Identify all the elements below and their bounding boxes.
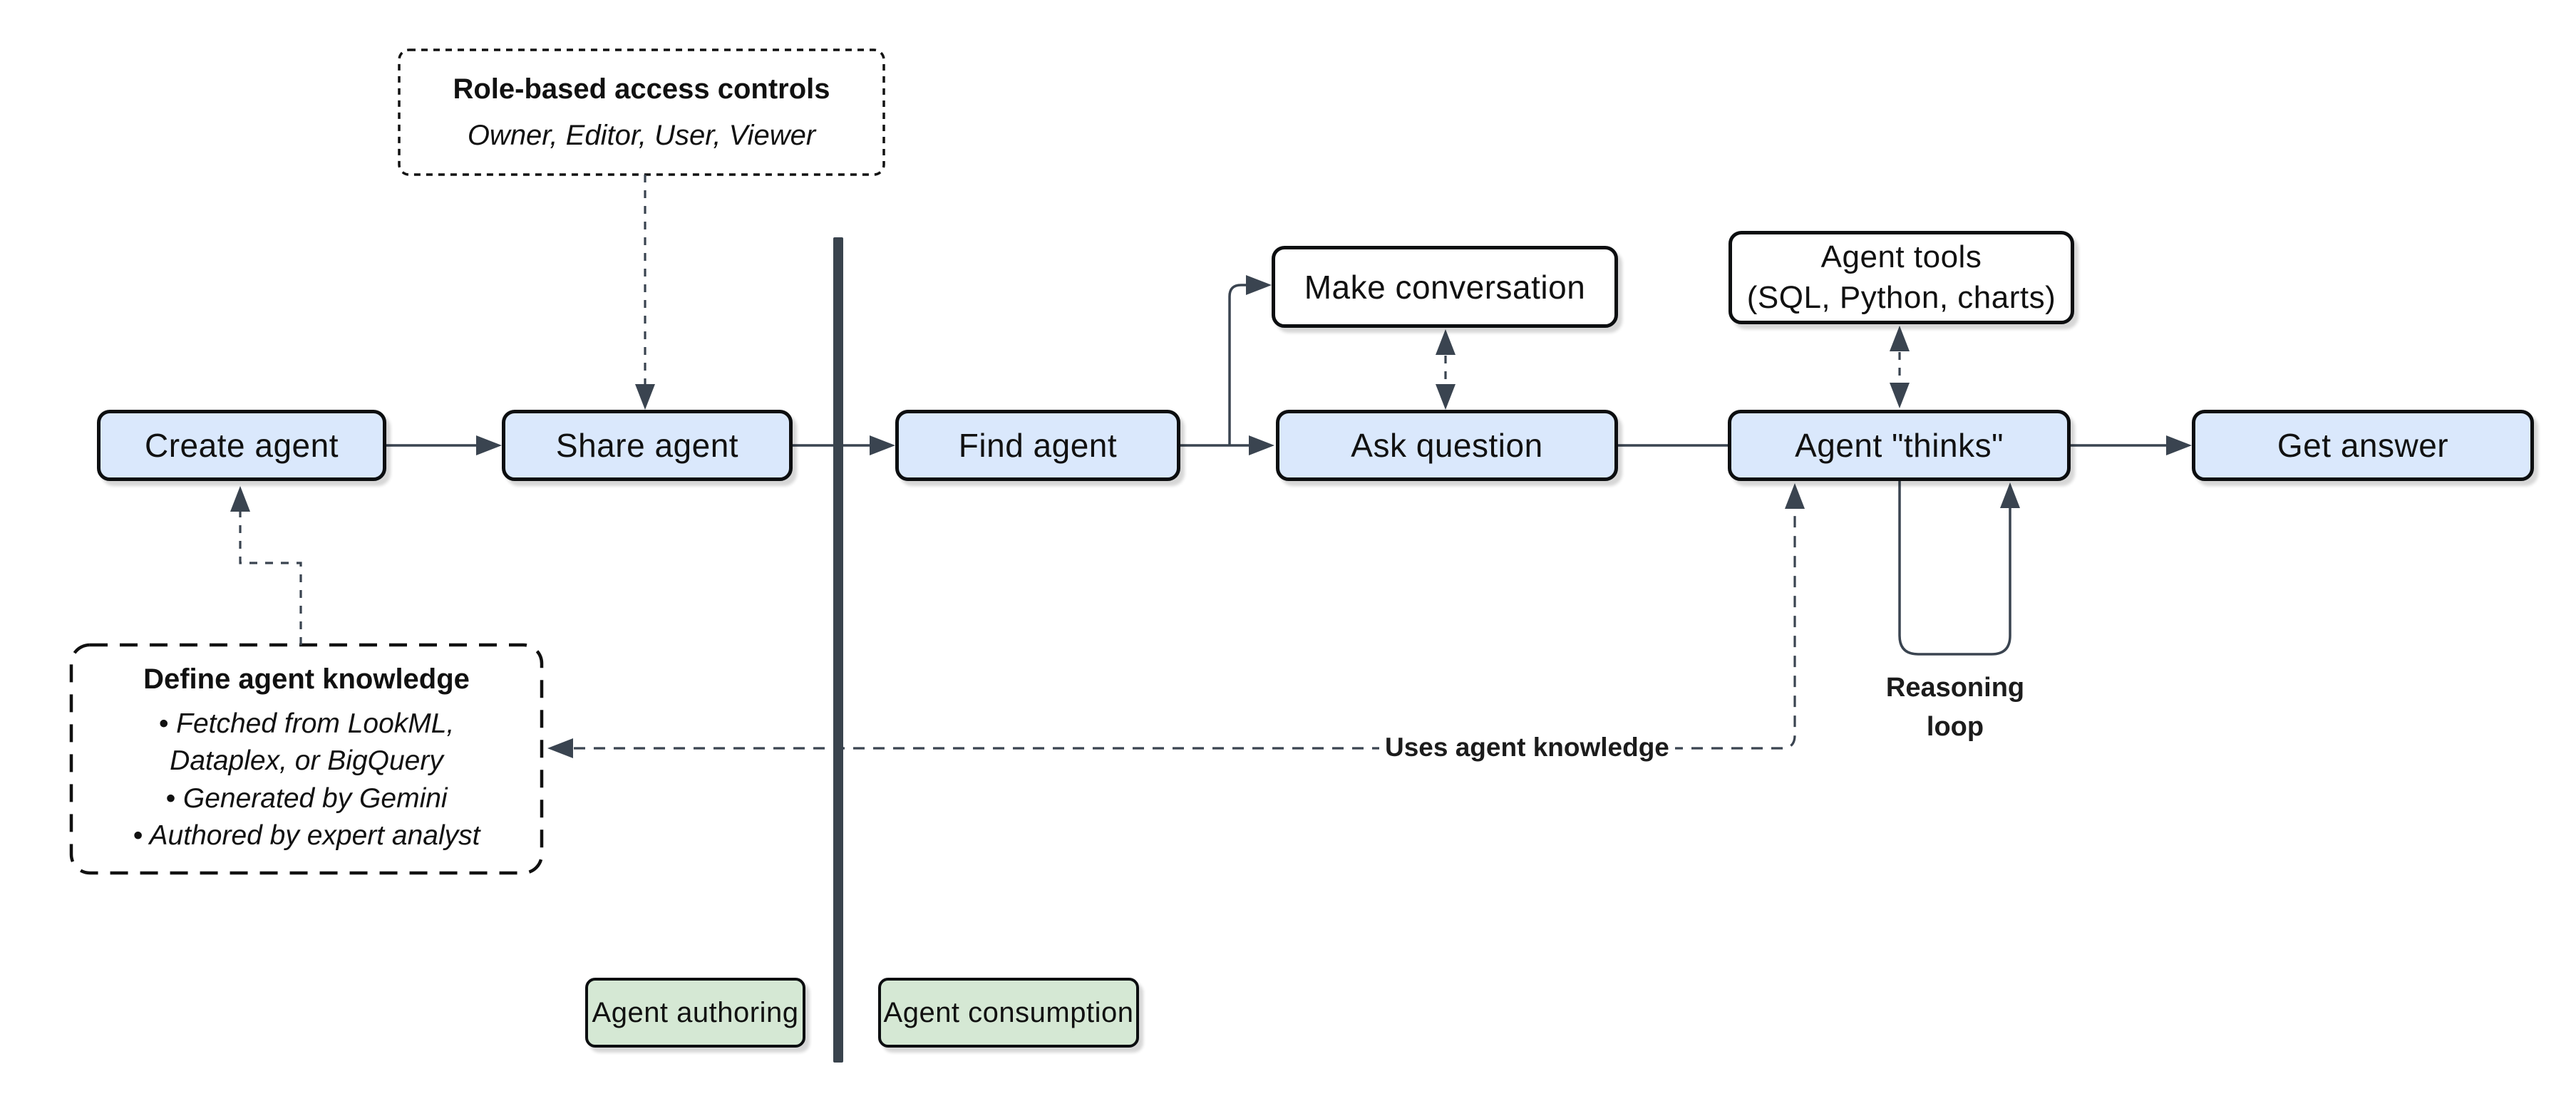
node-create-agent: Create agent [97,410,386,481]
node-agent-thinks-label: Agent "thinks" [1795,427,2004,464]
knowledge-note-bullets: • Fetched from LookML, Dataplex, or BigQ… [71,706,542,854]
agent-tools-line2: (SQL, Python, charts) [1746,279,2056,315]
node-ask-question: Ask question [1276,410,1618,481]
knowledge-bullet-3: • Authored by expert analyst [133,820,480,851]
node-agent-tools-label: Agent tools (SQL, Python, charts) [1747,237,2056,318]
edge-branch-to-make-conversation [1228,275,1272,445]
edge-thinks-to-answer [2071,435,2192,455]
node-get-answer: Get answer [2192,410,2534,481]
node-share-agent: Share agent [502,410,793,481]
rbac-note-border [398,48,885,176]
rbac-note-subtitle: Owner, Editor, User, Viewer [467,119,816,151]
node-ask-question-label: Ask question [1351,427,1543,464]
edge-uses-agent-knowledge [547,483,1805,758]
node-create-agent-label: Create agent [145,427,339,464]
edge-find-to-ask [1180,435,1274,455]
edge-create-to-share [386,435,502,455]
zone-agent-authoring-label: Agent authoring [592,996,799,1028]
edge-tools-thinks-bidirectional [1890,326,1910,408]
node-find-agent: Find agent [895,410,1180,481]
knowledge-note: Define agent knowledge • Fetched from Lo… [71,645,542,873]
agent-tools-line1: Agent tools [1820,239,1982,275]
knowledge-bullet-2: • Generated by Gemini [165,782,448,814]
node-agent-tools: Agent tools (SQL, Python, charts) [1729,231,2074,324]
node-make-conversation: Make conversation [1272,246,1618,328]
reasoning-loop-label: Reasoning loop [1885,673,2025,743]
knowledge-bullet-1: • Fetched from LookML, Dataplex, or BigQ… [158,708,455,777]
swimlane-divider [833,237,843,1063]
uses-agent-knowledge-label: Uses agent knowledge [1379,730,1675,765]
node-agent-thinks: Agent "thinks" [1728,410,2071,481]
zone-agent-consumption-label: Agent consumption [883,996,1134,1028]
node-make-conversation-label: Make conversation [1304,268,1586,306]
rbac-note: Role-based access controls Owner, Editor… [399,50,884,175]
edge-rbac-to-share [635,175,655,410]
edge-make-conversation-ask-bidirectional [1436,329,1456,410]
node-find-agent-label: Find agent [958,427,1118,464]
rbac-note-title: Role-based access controls [453,73,830,105]
zone-agent-consumption: Agent consumption [878,978,1139,1048]
knowledge-note-title: Define agent knowledge [143,663,470,695]
edge-reasoning-loop [1898,481,2020,656]
edge-knowledge-to-create [230,486,302,645]
edge-share-to-find [793,435,895,455]
knowledge-note-border [69,643,544,875]
node-share-agent-label: Share agent [555,427,739,464]
node-get-answer-label: Get answer [2277,427,2449,464]
zone-agent-authoring: Agent authoring [585,978,805,1048]
